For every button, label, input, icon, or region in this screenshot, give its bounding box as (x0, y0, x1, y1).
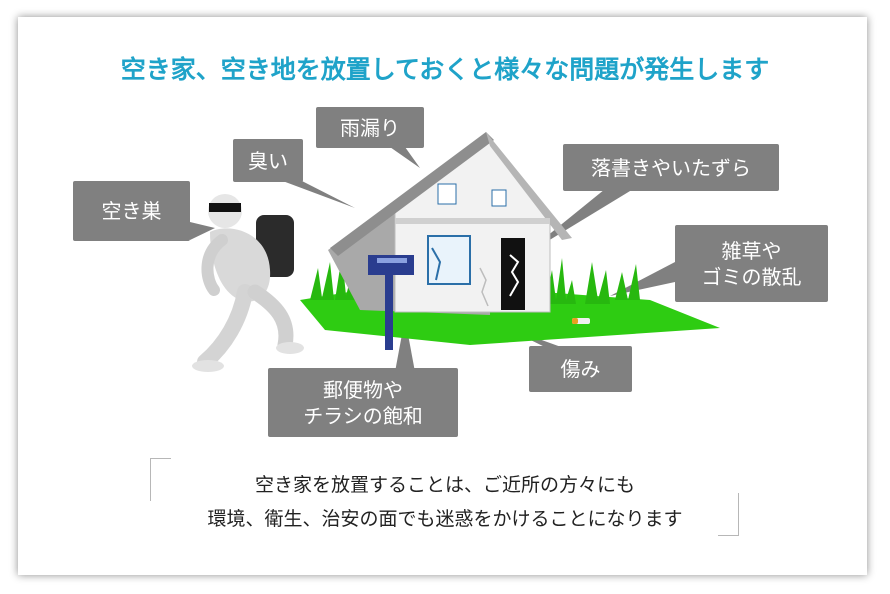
callout-yubin: 郵便物や チラシの飽和 (268, 368, 458, 437)
house-icon (328, 132, 572, 315)
page-title: 空き家、空き地を放置しておくと様々な問題が発生します (120, 55, 770, 84)
callout-akisu: 空き巣 (73, 181, 190, 241)
mailbox-icon (368, 255, 414, 350)
footer-line-2: 環境、衛生、治安の面でも迷惑をかけることになります (207, 508, 683, 530)
callout-nioi: 臭い (233, 139, 303, 182)
callout-rakugaki: 落書きやいたずら (563, 144, 779, 191)
tail-zassou (610, 262, 675, 296)
tail-yubin (395, 318, 415, 372)
callout-amamori: 雨漏り (316, 107, 424, 148)
footer-line-1: 空き家を放置することは、ご近所の方々にも (254, 474, 635, 496)
callout-itami: 傷み (529, 346, 632, 392)
bracket-left (150, 458, 171, 501)
tail-akisu (190, 222, 215, 240)
footer-message: 空き家を放置することは、ご近所の方々にも 環境、衛生、治安の面でも迷惑をかけるこ… (0, 468, 890, 536)
litter-icon (572, 318, 590, 324)
tail-nioi (280, 180, 355, 208)
bracket-right (718, 493, 739, 536)
callout-zassou: 雑草や ゴミの散乱 (675, 225, 828, 302)
burglar-icon (192, 194, 304, 372)
